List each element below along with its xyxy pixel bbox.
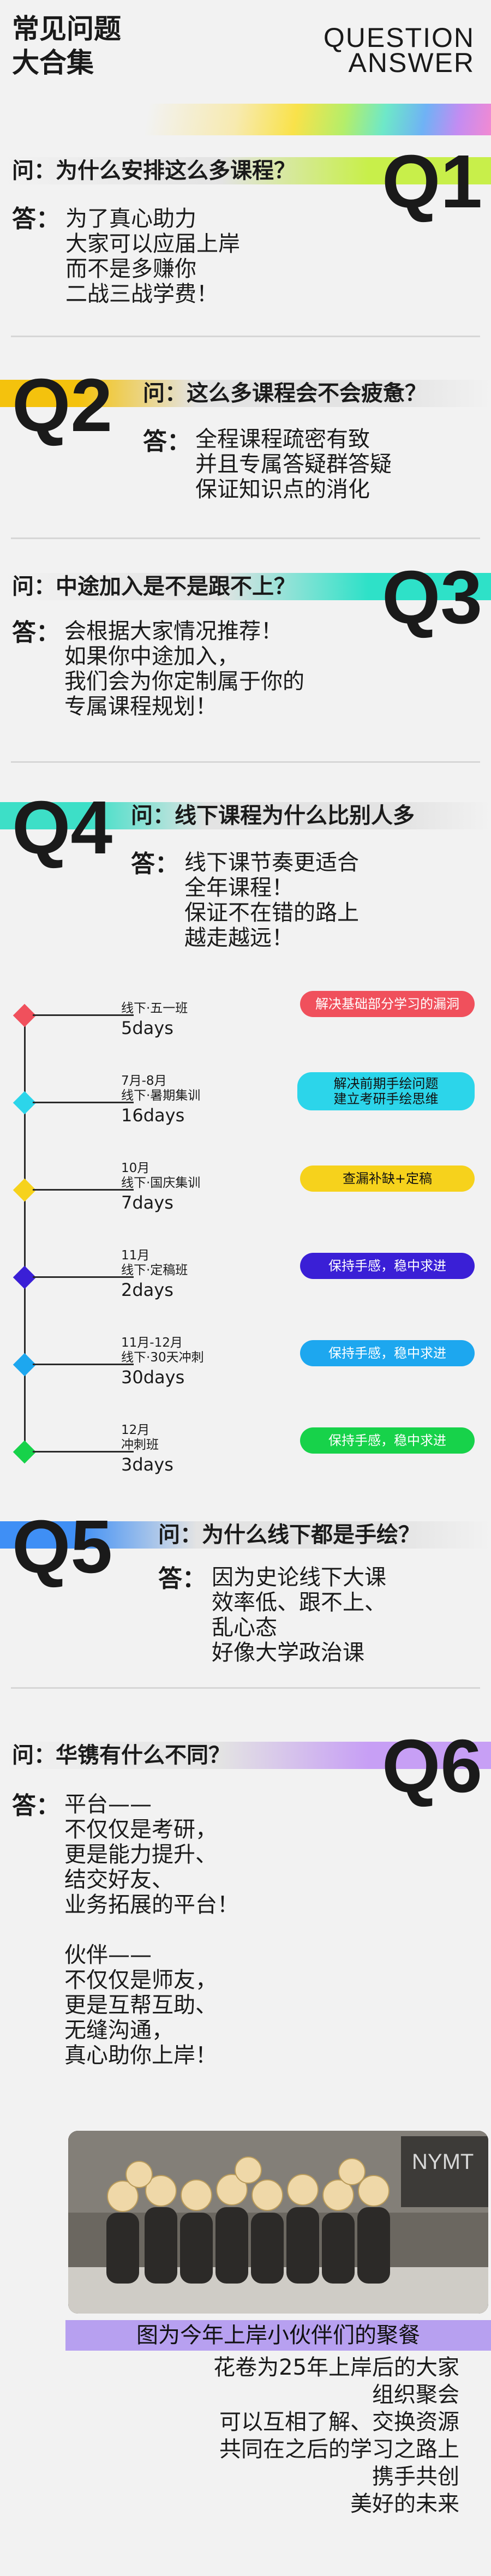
question-number: Q6 [382, 1724, 483, 1808]
question-bar [0, 573, 491, 600]
question-number: Q2 [12, 363, 113, 447]
section-divider [11, 761, 480, 763]
answer-label: 答： [12, 619, 60, 647]
question-number: Q3 [382, 555, 483, 639]
answer-label: 答： [12, 205, 60, 233]
timeline-vertical-line [24, 1014, 26, 1450]
question-number: Q5 [12, 1505, 113, 1589]
question-bar [0, 802, 491, 829]
page-title: 常见问题 大合集 [12, 12, 121, 80]
english-title: QUESTION ANSWER [323, 22, 475, 78]
section-divider [11, 537, 480, 539]
question-bar [0, 1742, 491, 1769]
timeline-connector [33, 1102, 134, 1103]
english-title-line2: ANSWER [348, 47, 475, 78]
cartoon-face-stickers [107, 2156, 390, 2212]
group-photo-illustration: NYMT [68, 2131, 488, 2314]
timeline-goal-pill: 保持手感，稳中求进 [300, 1340, 475, 1366]
timeline-connector [33, 1014, 134, 1016]
question-text: 问：华镌有什么不同？ [12, 1743, 230, 1768]
question-text: 问：这么多课程会不会疲惫？ [143, 381, 427, 406]
group-photo: NYMT [68, 2131, 488, 2314]
rainbow-band [0, 104, 491, 135]
question-bar [0, 157, 491, 184]
timeline-title: 线下·五一班 [121, 1001, 188, 1015]
page-title-line1: 常见问题 [12, 13, 121, 45]
question-text: 问：线下课程为什么比别人多 [131, 803, 415, 828]
timeline-goal-pill: 解决前期手绘问题 建立考研手绘思维 [297, 1072, 475, 1110]
answer-text: 线下课节奏更适合 全年课程！ 保证不在错的路上 越走越远！ [184, 850, 359, 951]
wall-sign-text: NYMT [412, 2150, 474, 2174]
page-title-line2: 大合集 [12, 47, 94, 79]
photo-caption: 图为今年上岸小伙伴们的聚餐 [65, 2320, 491, 2351]
english-title-line1: QUESTION [323, 22, 475, 53]
timeline-goal-pill: 保持手感，稳中求进 [300, 1427, 475, 1454]
timeline-goal-pill: 查漏补缺+定稿 [300, 1166, 475, 1192]
timeline-title: 11月-12月 线下·30天冲刺 [121, 1336, 204, 1365]
timeline-duration: 2days [121, 1280, 173, 1300]
timeline-connector [33, 1451, 134, 1453]
answer-label: 答： [131, 850, 179, 878]
closing-text: 花卷为25年上岸后的大家 组织聚会 可以互相了解、交换资源 共同在之后的学习之路… [213, 2355, 459, 2517]
question-number: Q1 [382, 140, 483, 224]
timeline-title: 7月-8月 线下·暑期集训 [121, 1074, 201, 1103]
answer-label: 答： [158, 1565, 206, 1593]
question-text: 问：为什么线下都是手绘？ [158, 1522, 420, 1547]
timeline-connector [33, 1276, 134, 1278]
timeline-duration: 7days [121, 1192, 173, 1213]
timeline-duration: 30days [121, 1367, 185, 1388]
timeline-title: 11月 线下·定稿班 [121, 1248, 188, 1277]
timeline-title: 10月 线下·国庆集训 [121, 1161, 201, 1190]
answer-label: 答： [143, 428, 191, 456]
question-bar [0, 380, 491, 407]
question-text: 问：中途加入是不是跟不上？ [12, 574, 296, 599]
section-divider [11, 1687, 480, 1689]
question-number: Q4 [12, 786, 113, 870]
timeline-title: 12月 冲刺班 [121, 1423, 159, 1452]
answer-text: 平台—— 不仅仅是考研， 更是能力提升、 结交好友、 业务拓展的平台！ 伙伴——… [64, 1792, 239, 2068]
timeline-duration: 5days [121, 1018, 173, 1038]
timeline-duration: 16days [121, 1105, 185, 1126]
question-text: 问：为什么安排这么多课程？ [12, 158, 296, 183]
answer-text: 全程课程疏密有致 并且专属答疑群答疑 保证知识点的消化 [195, 427, 392, 502]
timeline-duration: 3days [121, 1454, 173, 1475]
question-bar [0, 1521, 491, 1549]
timeline-goal-pill: 解决基础部分学习的漏洞 [300, 991, 475, 1017]
answer-label: 答： [12, 1792, 60, 1820]
answer-text: 会根据大家情况推荐！ 如果你中途加入， 我们会为你定制属于你的 专属课程规划！ [64, 619, 304, 719]
timeline-connector [33, 1364, 134, 1365]
answer-text: 为了真心助力 大家可以应届上岸 而不是多赚你 二战三战学费！ [65, 206, 240, 307]
people-group [106, 2207, 390, 2284]
answer-text: 因为史论线下大课 效率低、跟不上、 乱心态 好像大学政治课 [212, 1565, 386, 1665]
timeline-goal-pill: 保持手感，稳中求进 [300, 1253, 475, 1279]
timeline-connector [33, 1189, 134, 1191]
section-divider [11, 336, 480, 337]
